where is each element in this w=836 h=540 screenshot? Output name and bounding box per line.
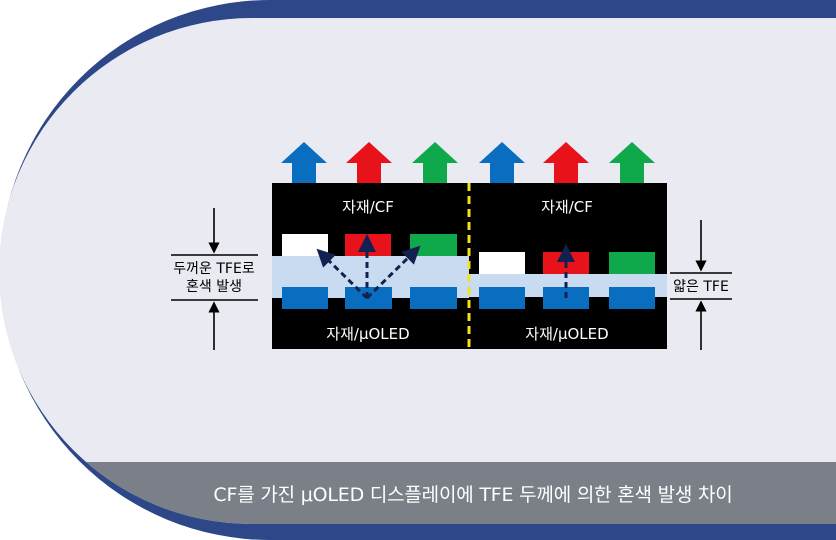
up-arrow-green-right	[609, 142, 655, 183]
left-annotation-line-1: 두꺼운 TFE로	[173, 261, 255, 277]
oled-pixel-3-right	[609, 287, 655, 309]
left-annotation-line-2: 혼색 발생	[186, 279, 242, 295]
figure-caption: CF를 가진 μOLED 디스플레이에 TFE 두께에 의한 혼색 발생 차이	[213, 483, 733, 506]
light-path-right-diagonal	[365, 245, 421, 300]
light-paths-left	[316, 234, 421, 300]
right-thickness-annotation	[670, 220, 732, 350]
color-filter-green-left	[410, 234, 457, 256]
light-path-left-diagonal	[316, 248, 369, 300]
up-arrow-green-left	[412, 142, 458, 183]
oled-pixel-3-left	[410, 287, 457, 309]
color-filter-white-left	[282, 234, 328, 256]
left-thickness-annotation	[171, 208, 258, 350]
up-arrow-red-right	[543, 142, 589, 183]
up-arrow-blue-right	[479, 142, 525, 183]
left-bottom-label: 자재/μOLED	[326, 325, 409, 343]
emission-arrows	[281, 142, 655, 183]
right-bottom-label: 자재/μOLED	[525, 325, 608, 343]
color-filter-white-right	[479, 252, 525, 274]
right-top-label: 자재/CF	[541, 198, 593, 216]
left-top-label: 자재/CF	[342, 198, 394, 216]
up-arrow-blue-left	[281, 142, 327, 183]
color-filter-green-right	[609, 252, 655, 274]
up-arrow-red-left	[346, 142, 392, 183]
oled-pixel-1-left	[282, 287, 328, 309]
oled-pixel-1-right	[479, 287, 525, 309]
right-annotation: 얇은 TFE	[673, 279, 729, 295]
